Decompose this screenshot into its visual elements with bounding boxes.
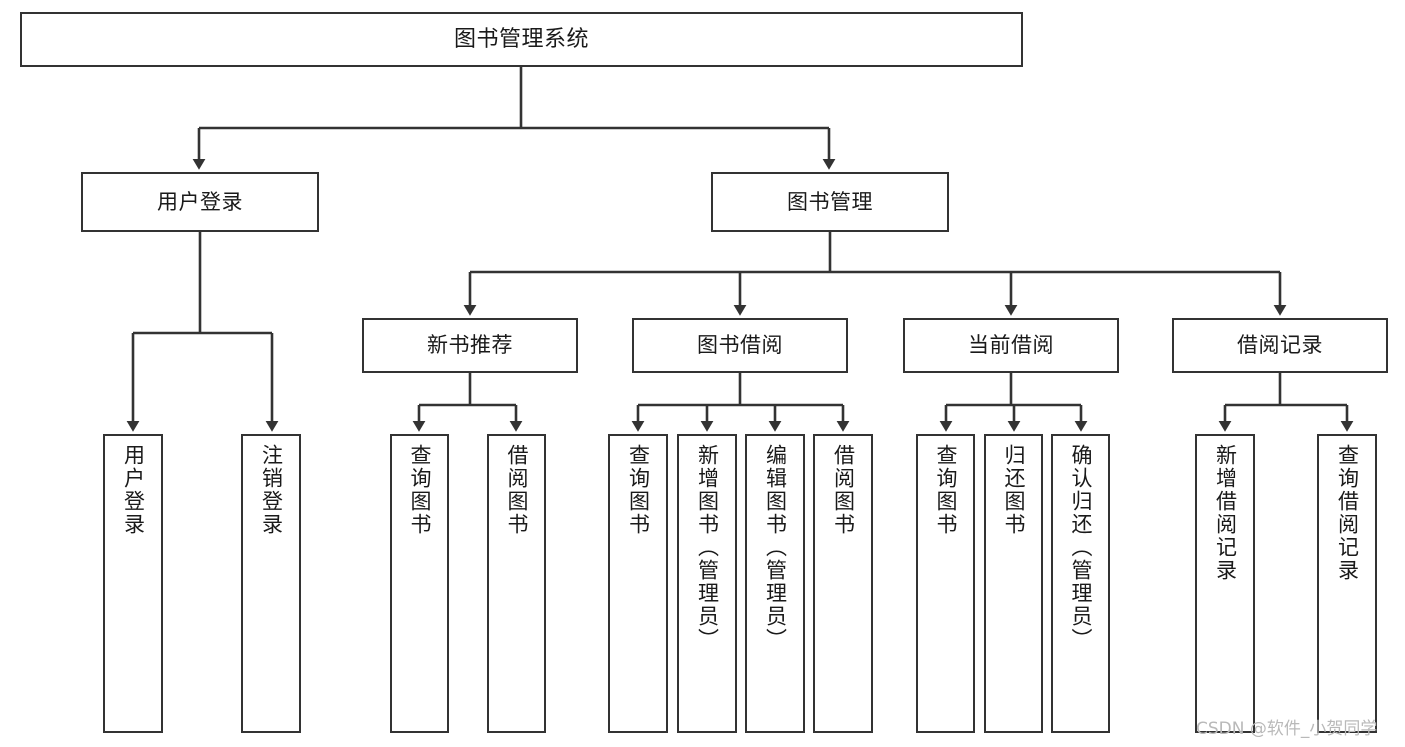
node-label: 查询图书 xyxy=(626,444,651,536)
node-label: 查询借阅记录 xyxy=(1335,444,1360,582)
node-label: 用户登录 xyxy=(121,444,146,536)
leaf-query-book-2[interactable]: 查询图书 xyxy=(608,434,668,733)
node-label: 注销登录 xyxy=(259,444,284,536)
node-new-book-recommend[interactable]: 新书推荐 xyxy=(362,318,578,373)
node-label: 借阅图书 xyxy=(831,444,856,536)
leaf-borrow-book-2[interactable]: 借阅图书 xyxy=(813,434,873,733)
node-label: 新增借阅记录 xyxy=(1213,444,1238,582)
node-label: 归还图书 xyxy=(1002,444,1026,536)
node-label: 新增图书（管理员） xyxy=(695,444,720,651)
leaf-add-record[interactable]: 新增借阅记录 xyxy=(1195,434,1255,733)
node-label: 查询图书 xyxy=(934,444,958,536)
node-book-manage[interactable]: 图书管理 xyxy=(711,172,949,232)
leaf-return-book[interactable]: 归还图书 xyxy=(984,434,1043,733)
node-label: 当前借阅 xyxy=(968,333,1054,358)
leaf-user-login[interactable]: 用户登录 xyxy=(103,434,163,733)
node-label: 编辑图书（管理员） xyxy=(763,444,788,651)
leaf-logout[interactable]: 注销登录 xyxy=(241,434,301,733)
leaf-query-record[interactable]: 查询借阅记录 xyxy=(1317,434,1377,733)
node-label: 新书推荐 xyxy=(427,333,513,358)
leaf-borrow-book-1[interactable]: 借阅图书 xyxy=(487,434,546,733)
node-label: 借阅图书 xyxy=(505,444,529,536)
leaf-confirm-return[interactable]: 确认归还（管理员） xyxy=(1051,434,1110,733)
leaf-add-book[interactable]: 新增图书（管理员） xyxy=(677,434,737,733)
leaf-query-book-1[interactable]: 查询图书 xyxy=(390,434,449,733)
node-label: 图书借阅 xyxy=(697,333,783,358)
node-label: 图书管理系统 xyxy=(453,26,589,52)
node-label: 用户登录 xyxy=(157,189,243,214)
leaf-query-book-3[interactable]: 查询图书 xyxy=(916,434,975,733)
node-label: 确认归还（管理员） xyxy=(1069,444,1093,651)
node-label: 借阅记录 xyxy=(1237,333,1323,358)
node-label: 图书管理 xyxy=(787,189,873,214)
leaf-edit-book[interactable]: 编辑图书（管理员） xyxy=(745,434,805,733)
node-user-login[interactable]: 用户登录 xyxy=(81,172,319,232)
node-label: 查询图书 xyxy=(408,444,432,536)
node-book-borrow[interactable]: 图书借阅 xyxy=(632,318,848,373)
node-current-borrow[interactable]: 当前借阅 xyxy=(903,318,1119,373)
csdn-watermark: CSDN @软件_小贺同学 xyxy=(1196,719,1378,739)
node-book-management-system[interactable]: 图书管理系统 xyxy=(20,12,1023,67)
node-borrow-record[interactable]: 借阅记录 xyxy=(1172,318,1388,373)
